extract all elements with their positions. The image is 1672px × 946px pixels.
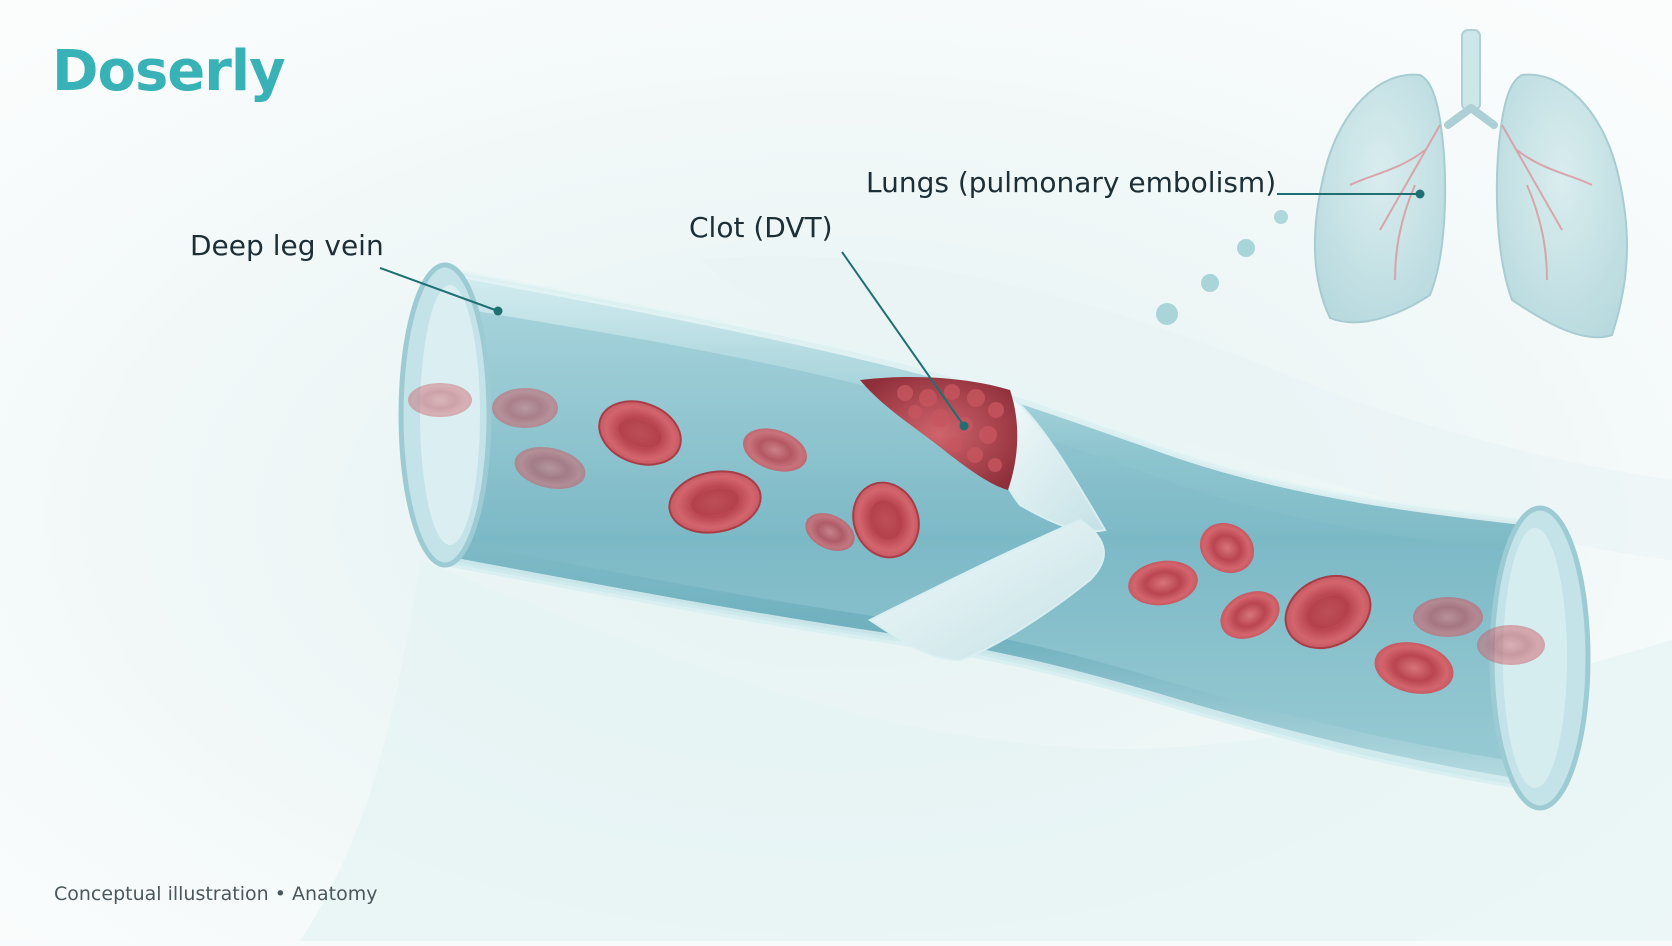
blood-cell	[514, 447, 586, 489]
label-clot: Clot (DVT)	[689, 211, 833, 244]
blood-cell	[743, 428, 807, 472]
tissue-wisps-upper	[700, 256, 1672, 560]
blood-cells	[408, 383, 1545, 694]
lung-vessels	[1349, 124, 1593, 281]
embolus-particle	[1201, 274, 1219, 292]
valve-leaflet-lower	[868, 518, 1105, 662]
vein-lower-edge	[439, 555, 1561, 795]
image-caption: Conceptual illustration • Anatomy	[54, 883, 378, 905]
vein-lumen	[470, 310, 1540, 765]
leader-dot-clot	[959, 421, 969, 431]
leader-dot-lungs	[1415, 189, 1425, 199]
leader-line-vein	[379, 267, 499, 312]
trachea	[1461, 29, 1481, 111]
caption-separator: •	[274, 883, 286, 905]
right-lung	[1495, 73, 1628, 339]
vein-upper-edge	[439, 266, 1561, 529]
embolus-particle	[1156, 303, 1178, 325]
lungs	[1313, 29, 1628, 339]
blood-cell	[1128, 560, 1198, 606]
leader-dots	[493, 189, 1425, 431]
blood-clot	[860, 377, 1018, 490]
label-lungs: Lungs (pulmonary embolism)	[866, 166, 1277, 199]
blood-cell	[1374, 642, 1454, 694]
blood-cell	[408, 383, 472, 417]
blood-cell	[852, 481, 920, 559]
left-lung	[1313, 73, 1447, 324]
caption-category: Anatomy	[291, 883, 378, 905]
bronchi	[1444, 104, 1498, 129]
tissue-wisps	[300, 560, 1672, 941]
blood-cell	[668, 470, 762, 534]
blood-cell	[1199, 522, 1255, 574]
embolus-particle	[1274, 210, 1288, 224]
blood-cell	[598, 400, 682, 466]
embolus-trail	[1156, 210, 1288, 325]
blood-cell	[1284, 575, 1372, 649]
embolus-particle	[1237, 239, 1255, 257]
blood-cell	[1477, 625, 1545, 665]
label-deep-leg-vein: Deep leg vein	[190, 229, 384, 262]
leader-lines	[379, 193, 1420, 427]
vein-valve	[868, 393, 1107, 662]
blood-cell	[1413, 597, 1483, 637]
brand-logo: Doserly	[52, 39, 286, 104]
blood-cell	[1220, 591, 1280, 639]
caption-type: Conceptual illustration	[54, 883, 269, 905]
leader-dot-vein	[493, 306, 503, 316]
blood-cell	[492, 388, 558, 428]
leader-line-clot	[841, 251, 965, 427]
blood-cell	[805, 513, 855, 551]
